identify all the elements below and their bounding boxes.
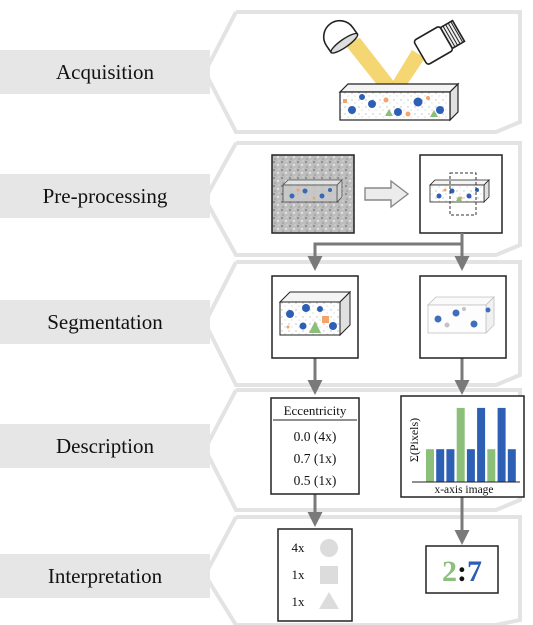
acquisition-scene bbox=[322, 19, 466, 122]
square-shape-icon bbox=[320, 566, 338, 584]
ratio-separator: : bbox=[457, 555, 467, 588]
process-arrow bbox=[364, 179, 410, 209]
stage-label-description: Description bbox=[0, 424, 210, 468]
eccentricity-value: 0.7 (1x) bbox=[294, 451, 337, 466]
eccentricity-value: 0.0 (4x) bbox=[294, 429, 337, 444]
ratio-panel bbox=[425, 545, 499, 594]
histogram-chart bbox=[426, 407, 516, 482]
eccentricity-panel bbox=[270, 397, 360, 495]
stage-label-preprocessing: Pre-processing bbox=[0, 174, 210, 218]
circle-shape-icon bbox=[320, 539, 338, 557]
histogram-bar bbox=[487, 449, 496, 482]
histogram-ylabel: Σ(Pixels) bbox=[407, 418, 421, 462]
eccentricity-value: 0.5 (1x) bbox=[294, 473, 337, 488]
shape-count-panel bbox=[277, 528, 353, 622]
histogram-bar bbox=[497, 407, 506, 482]
interpretation-scene: 4x 1x 1x 2:7 bbox=[277, 528, 499, 622]
segmented-block-2d bbox=[427, 296, 495, 334]
histogram-bar bbox=[426, 449, 434, 482]
histogram-bar bbox=[477, 407, 486, 482]
light-beam-in bbox=[343, 38, 402, 96]
shape-count: 1x bbox=[292, 567, 306, 582]
stage-label-interpretation: Interpretation bbox=[0, 554, 210, 598]
lamp-icon bbox=[322, 19, 359, 54]
eccentricity-title: Eccentricity bbox=[284, 403, 347, 418]
roi-selection bbox=[449, 172, 477, 216]
histogram-xlabel: x-axis image bbox=[434, 484, 493, 496]
clean-block bbox=[429, 179, 490, 203]
histogram-bar bbox=[456, 407, 465, 482]
connector-lines bbox=[307, 233, 470, 545]
camera-icon bbox=[413, 19, 466, 65]
ratio-left: 2 bbox=[442, 555, 457, 588]
ratio-right: 7 bbox=[467, 555, 482, 588]
shape-count: 4x bbox=[292, 540, 306, 555]
preprocessing-scene bbox=[271, 154, 503, 234]
triangle-shape-icon bbox=[319, 592, 339, 609]
noisy-block bbox=[282, 179, 343, 203]
ratio-text: 2:7 bbox=[442, 555, 482, 588]
segmentation-scene bbox=[271, 275, 507, 359]
stage-label-acquisition: Acquisition bbox=[0, 50, 210, 94]
histogram-bar bbox=[507, 449, 516, 482]
histogram-bar bbox=[446, 449, 455, 482]
specimen-block bbox=[338, 82, 460, 122]
stage-label-segmentation: Segmentation bbox=[0, 300, 210, 344]
histogram-bar bbox=[436, 449, 445, 482]
segmented-block-3d bbox=[278, 290, 352, 337]
histogram-bar bbox=[466, 449, 475, 482]
description-scene: Eccentricity 0.0 (4x) 0.7 (1x) 0.5 (1x) … bbox=[270, 395, 525, 498]
shape-count: 1x bbox=[292, 594, 306, 609]
